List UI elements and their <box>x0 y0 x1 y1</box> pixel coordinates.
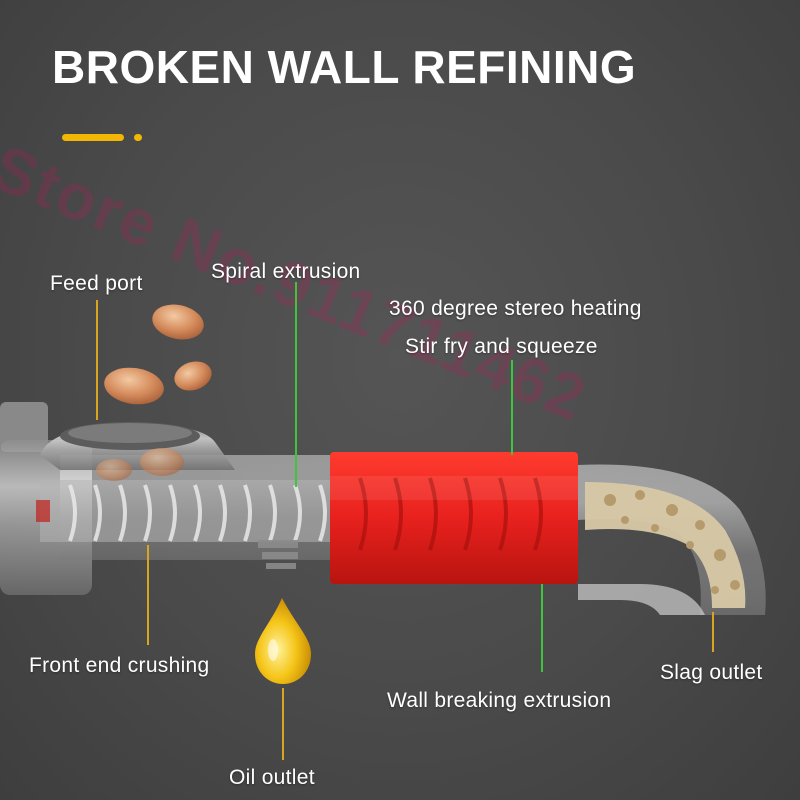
page-title: BROKEN WALL REFINING <box>52 41 637 93</box>
label-feed-port: Feed port <box>50 272 143 295</box>
label-wall-breaking: Wall breaking extrusion <box>387 689 612 712</box>
leader-stir-fry <box>511 360 513 455</box>
label-oil-outlet: Oil outlet <box>229 766 315 789</box>
label-spiral-extrusion: Spiral extrusion <box>211 260 361 283</box>
leader-spiral-extrusion <box>295 282 297 487</box>
screw-barrel <box>40 455 340 560</box>
accent-dot <box>134 134 142 141</box>
peanut-icon <box>96 304 212 481</box>
accent-bar <box>62 134 124 141</box>
label-front-end-crushing: Front end crushing <box>29 654 210 677</box>
slag-outlet-elbow <box>578 464 766 615</box>
barrel-marker <box>36 500 50 522</box>
spiral-screw <box>68 484 327 542</box>
leader-slag-outlet <box>712 612 714 652</box>
oil-drop-icon <box>255 598 311 684</box>
label-slag-outlet: Slag outlet <box>660 661 763 684</box>
leader-oil-outlet <box>282 688 284 760</box>
heating-band <box>330 452 578 584</box>
leader-wall-breaking <box>541 584 543 672</box>
feed-hopper <box>40 422 235 470</box>
leader-feed-port <box>96 300 98 420</box>
leader-front-end-crushing <box>147 545 149 645</box>
label-stereo-heating: 360 degree stereo heating <box>389 297 642 320</box>
crushing-teeth <box>258 540 298 569</box>
label-stir-fry: Stir fry and squeeze <box>405 335 598 358</box>
